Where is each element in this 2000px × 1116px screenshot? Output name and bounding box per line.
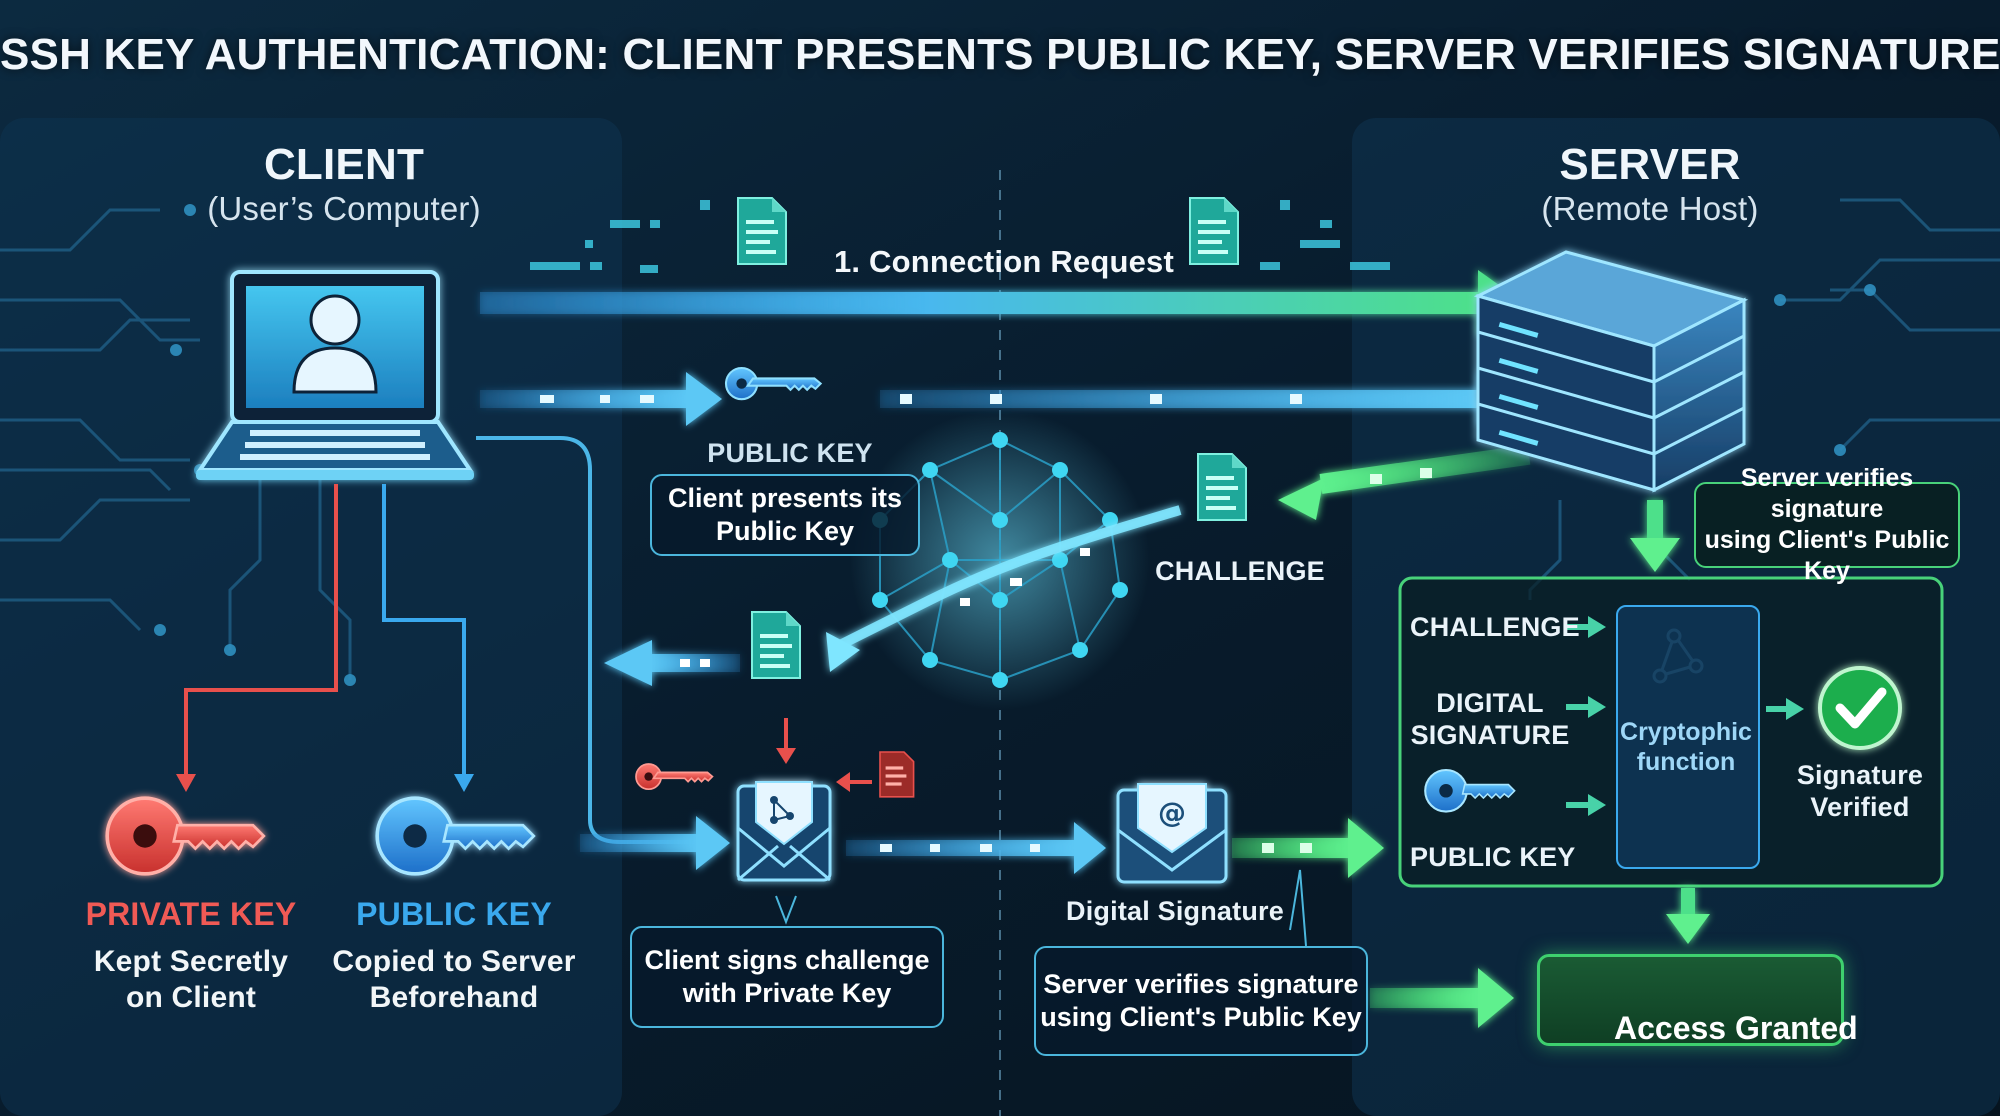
private-key-title: PRIVATE KEY [85,896,297,932]
challenge-swoosh [826,505,1182,672]
verify-public-key-icon [1424,768,1516,813]
sign-envelope-icon [736,781,832,882]
verify-to-access-arrow [1370,968,1514,1028]
digital-signature-arrow [846,822,1106,874]
panel-to-access-arrow [1666,888,1710,944]
private-key-line [184,484,338,780]
circuit-traces-left [0,208,352,680]
public-key-desc-line1: Copied to Server [332,945,576,978]
public-key-icon [375,796,536,876]
client-heading: CLIENT [263,140,425,189]
verify-input-signature-line1: DIGITAL [1436,688,1544,718]
signature-verified-line2: Verified [1810,792,1910,822]
challenge-document-icon [1197,453,1247,521]
verify-input-challenge: CHALLENGE [1410,612,1580,642]
digital-signature-label: Digital Signature [1066,896,1284,926]
public-key-desc-line2: Beforehand [369,981,539,1014]
server-verifies-callout-top: Server verifies signature using Client's… [1694,464,1960,585]
private-key-desc-line2: on Client [125,981,257,1014]
connection-request-label: 1. Connection Request [833,244,1175,279]
access-granted-label: Access Granted [1614,1010,1858,1046]
network-globe-icon [850,410,1150,710]
verify-input-public-key: PUBLIC KEY [1410,842,1576,872]
document-icon [751,611,801,679]
challenge-label: CHALLENGE [1155,556,1325,586]
private-key-small-icon [635,763,714,791]
sign-challenge-callout: Client signs challenge with Private Key [630,926,944,1028]
access-granted-badge [1537,954,1844,1046]
digital-signature-envelope-icon: @ [1116,783,1228,884]
cryptographic-function-label: Cryptophic function [1620,718,1752,776]
document-icon [1189,197,1239,265]
verify-input-signature-line2: SIGNATURE [1410,720,1570,750]
server-subheading: (Remote Host) [1541,190,1759,227]
data-bits [530,200,1390,273]
public-key-line [382,484,466,780]
to-envelope-arrow [580,816,730,870]
challenge-to-client-arrow [604,640,740,686]
public-key-icon [724,366,822,401]
server-heading: SERVER [1559,140,1741,189]
private-key-icon [105,796,266,876]
document-icon [737,197,787,265]
public-key-label: PUBLIC KEY [707,438,873,468]
server-verify-arrow [1630,500,1680,572]
check-circle-icon [1818,666,1902,750]
server-verifies-callout-bottom: Server verifies signature using Client's… [1034,946,1368,1056]
public-key-title: PUBLIC KEY [356,896,552,932]
cryptographic-function-block [1616,605,1760,869]
svg-text:@: @ [1158,796,1186,829]
page-title: SSH KEY AUTHENTICATION: CLIENT PRESENTS … [0,30,2000,79]
private-key-desc-line1: Kept Secretly [93,945,289,978]
client-subheading: (User’s Computer) [207,190,481,227]
presents-public-key-callout: Client presents its Public Key [650,474,920,556]
public-key-arrow-left [480,372,722,426]
small-document-icon [879,751,915,798]
signature-verified-line1: Signature [1796,760,1924,790]
laptop-user-icon [196,270,474,480]
server-stack-icon [1473,250,1749,493]
